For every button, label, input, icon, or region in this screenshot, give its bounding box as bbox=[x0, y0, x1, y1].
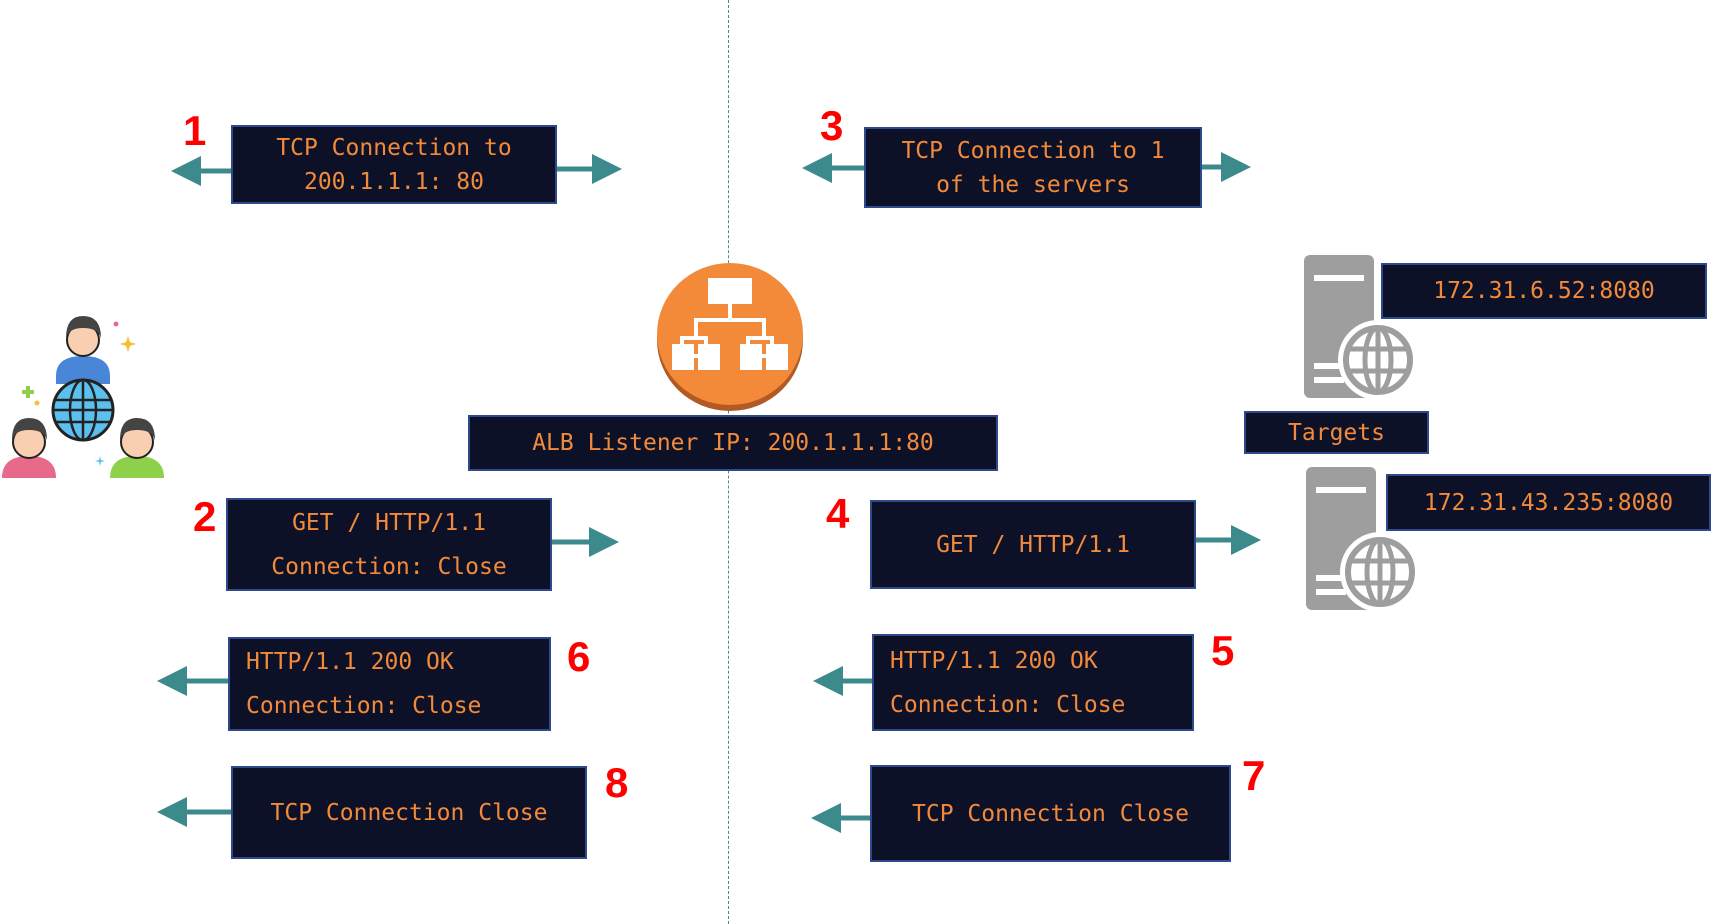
step-7-line: TCP Connection Close bbox=[912, 800, 1189, 827]
step-5-box: HTTP/1.1 200 OK Connection: Close bbox=[872, 634, 1194, 731]
step-number-6: 6 bbox=[567, 633, 591, 680]
step-3-line: of the servers bbox=[936, 171, 1130, 198]
step-2-box: GET / HTTP/1.1 Connection: Close bbox=[226, 498, 552, 591]
step-number-4: 4 bbox=[826, 490, 850, 537]
users-globe-icon bbox=[2, 316, 164, 478]
step-number-2: 2 bbox=[193, 493, 217, 540]
web-server-icon bbox=[1306, 467, 1420, 612]
step-4-line: GET / HTTP/1.1 bbox=[936, 531, 1130, 558]
step-6-box: HTTP/1.1 200 OK Connection: Close bbox=[228, 637, 551, 731]
step-1-box: TCP Connection to 200.1.1.1: 80 bbox=[231, 125, 557, 204]
step-2-line: Connection: Close bbox=[271, 553, 507, 580]
target-address: 172.31.43.235:8080 bbox=[1423, 489, 1674, 516]
step-number-8: 8 bbox=[605, 759, 629, 806]
alb-listener-label: ALB Listener IP: 200.1.1.1:80 bbox=[468, 415, 998, 471]
step-1-line: TCP Connection to bbox=[276, 134, 512, 161]
step-3-box: TCP Connection to 1 of the servers bbox=[864, 127, 1202, 208]
step-number-7: 7 bbox=[1242, 752, 1266, 799]
target-address-box: 172.31.43.235:8080 bbox=[1386, 474, 1711, 531]
step-7-box: TCP Connection Close bbox=[870, 765, 1231, 862]
step-5-line: Connection: Close bbox=[890, 691, 1126, 718]
step-number-1: 1 bbox=[183, 107, 207, 154]
load-balancer-icon bbox=[657, 263, 803, 411]
alb-listener-text: ALB Listener IP: 200.1.1.1:80 bbox=[532, 430, 934, 456]
step-6-line: HTTP/1.1 200 OK bbox=[246, 649, 454, 675]
step-1-line: 200.1.1.1: 80 bbox=[303, 168, 484, 195]
targets-text: Targets bbox=[1288, 419, 1385, 446]
step-number-3: 3 bbox=[820, 102, 844, 149]
step-3-line: TCP Connection to 1 bbox=[901, 137, 1165, 164]
step-6-line: Connection: Close bbox=[246, 693, 482, 719]
step-8-line: TCP Connection Close bbox=[270, 799, 548, 826]
target-address: 172.31.6.52:8080 bbox=[1433, 278, 1655, 304]
web-server-icon bbox=[1304, 255, 1418, 400]
step-5-line: HTTP/1.1 200 OK bbox=[890, 647, 1098, 674]
step-4-box: GET / HTTP/1.1 bbox=[870, 500, 1196, 589]
step-8-box: TCP Connection Close bbox=[231, 766, 587, 859]
step-number-5: 5 bbox=[1211, 627, 1235, 674]
target-address-box: 172.31.6.52:8080 bbox=[1381, 263, 1707, 319]
targets-label: Targets bbox=[1244, 411, 1429, 454]
step-2-line: GET / HTTP/1.1 bbox=[292, 509, 486, 536]
